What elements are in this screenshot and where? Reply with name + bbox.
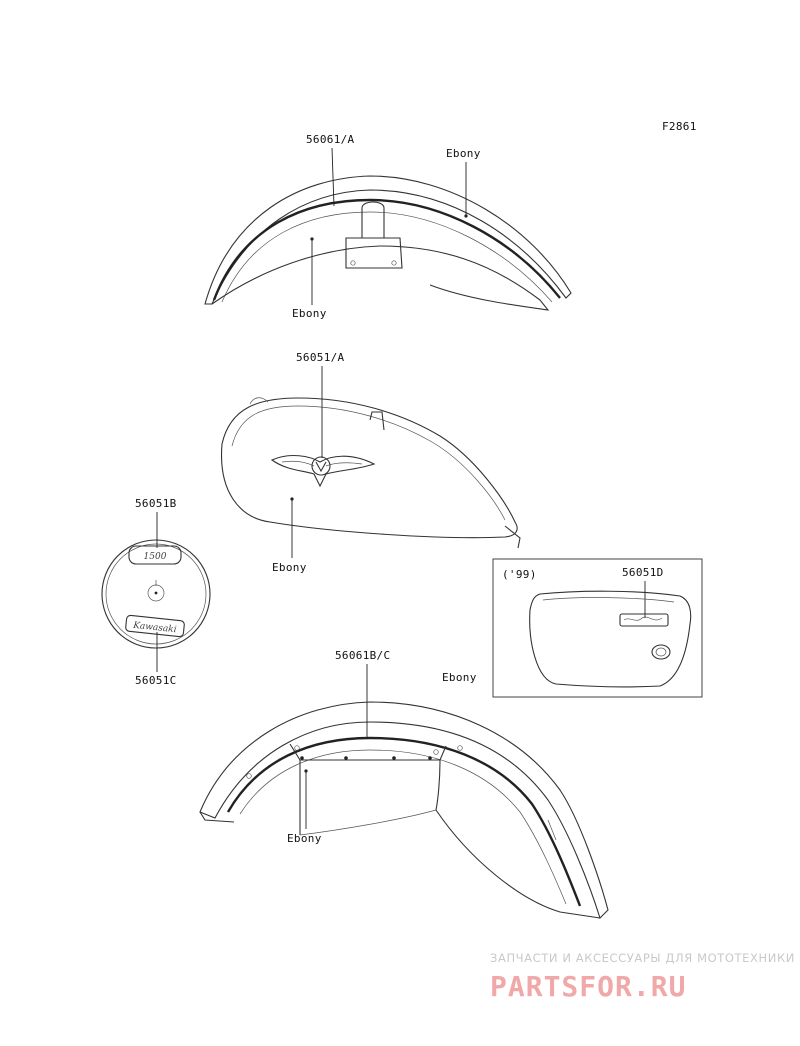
emblem-brand-text: Kawasaki [132, 621, 177, 636]
front-fender-leader [331, 147, 335, 207]
front-fender-part-number: 56061/A [306, 133, 355, 146]
side-cover-finish: Ebony [442, 671, 477, 684]
emblem-displacement-text: 1500 [144, 552, 167, 562]
front-fender-finish-top-dot [464, 214, 468, 218]
round-emblem: 1500 Kawasaki [101, 539, 211, 649]
tank-finish-dot [290, 497, 294, 501]
fuel-tank [220, 397, 521, 549]
tank-finish: Ebony [272, 561, 307, 574]
front-fender [204, 175, 572, 311]
emblem-top-part-number: 56051B [135, 497, 177, 510]
front-fender-finish-bottom: Ebony [292, 307, 327, 320]
watermark-tagline: ЗАПЧАСТИ И АКСЕССУАРЫ ДЛЯ МОТОТЕХНИКИ [490, 951, 795, 965]
side-cover-year-note: ('99) [502, 568, 537, 581]
tank-part-number: 56051/A [296, 351, 345, 364]
rear-fender-finish: Ebony [287, 832, 322, 845]
figure-code: F2861 [662, 120, 697, 133]
front-fender-finish-top: Ebony [446, 147, 481, 160]
side-cover-part-number: 56051D [622, 566, 664, 579]
side-cover-inset-frame [492, 558, 703, 698]
side-cover [529, 590, 692, 688]
rear-fender-part-number: 56061B/C [335, 649, 390, 662]
emblem-bottom-part-number: 56051C [135, 674, 177, 687]
front-fender-finish-bottom-dot [310, 237, 314, 241]
rear-fender-finish-dot [304, 769, 308, 773]
watermark-brand: PARTSFOR.RU [490, 970, 686, 1003]
rear-fender [199, 701, 609, 920]
